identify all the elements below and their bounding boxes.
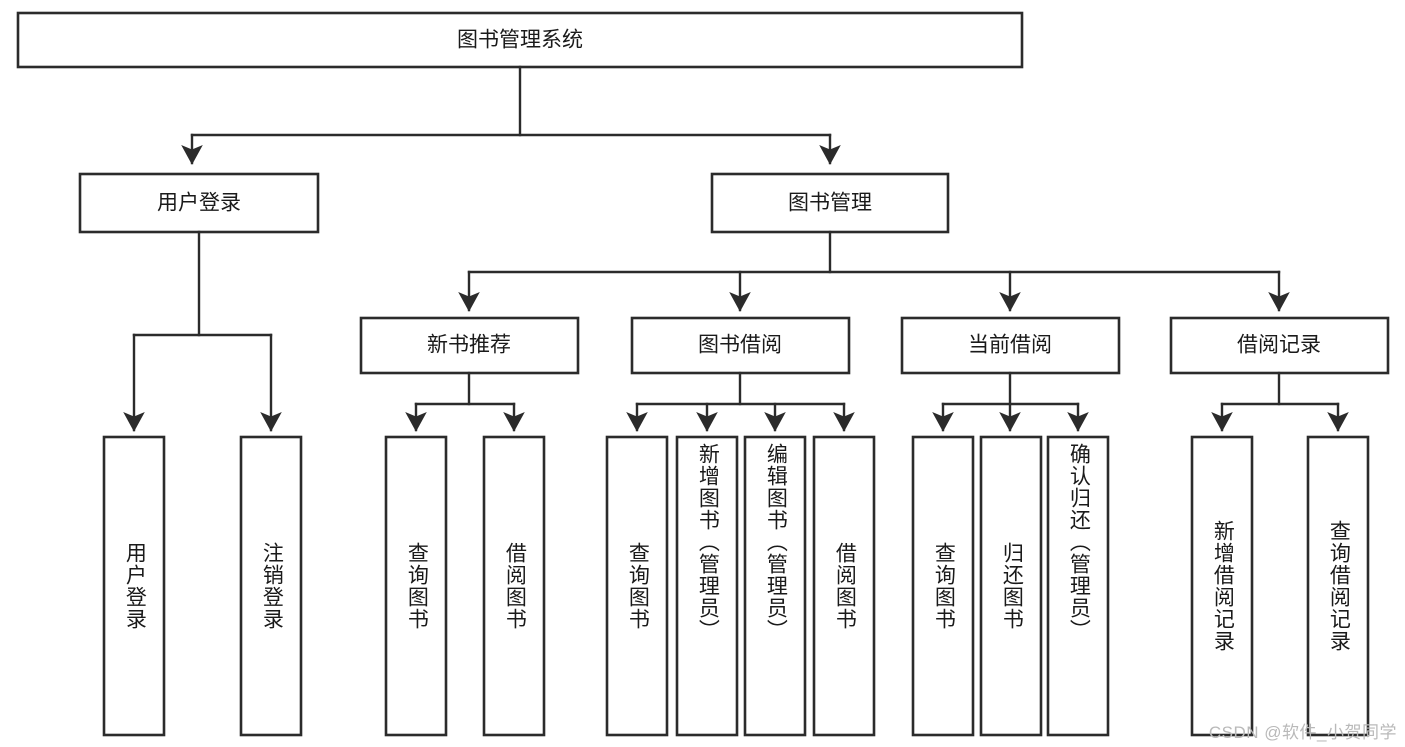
node-book-borrow-label: 图书借阅 [698,334,782,357]
leaf-box-query-book-1[interactable] [384,435,448,737]
node-root-box[interactable] [16,11,1024,69]
node-new-book-recommend-box[interactable] [359,316,580,375]
connector-root-to-level2 [181,65,841,165]
leaf-box-borrow-book-2[interactable] [812,435,876,737]
node-current-borrow-label: 当前借阅 [968,334,1052,357]
node-current-borrow[interactable]: 当前借阅 [900,316,1121,375]
node-borrow-record-label: 借阅记录 [1237,334,1321,357]
connector-borrow-record-to-leaves [1211,371,1349,432]
node-current-borrow-box[interactable] [900,316,1121,375]
node-new-book-recommend[interactable]: 新书推荐 [359,316,580,375]
node-borrow-record[interactable]: 借阅记录 [1169,316,1390,375]
node-user-login[interactable]: 用户登录 [78,172,320,234]
leaf-box-query-borrow-record[interactable] [1306,435,1370,737]
leaf-box-add-book-admin[interactable] [675,435,739,737]
connector-book-management-to-level3 [458,230,1290,312]
connector-user-login-to-leaves [123,230,282,432]
node-book-borrow[interactable]: 图书借阅 [630,316,851,375]
leaf-box-return-book[interactable] [979,435,1043,737]
node-new-book-recommend-label: 新书推荐 [427,334,511,357]
leaf-box-query-book-3[interactable] [911,435,975,737]
node-book-management-box[interactable] [710,172,950,234]
leaf-box-borrow-book-1[interactable] [482,435,546,737]
node-borrow-record-box[interactable] [1169,316,1390,375]
node-book-management[interactable]: 图书管理 [710,172,950,234]
node-user-login-label: 用户登录 [157,192,241,215]
leaf-box-user-login[interactable] [102,435,166,737]
leaf-box-logout[interactable] [239,435,303,737]
leaf-box-edit-book-admin[interactable] [743,435,807,737]
connector-book-borrow-to-leaves [626,371,855,432]
leaf-box-add-borrow-record[interactable] [1190,435,1254,737]
leaf-box-confirm-return-admin[interactable] [1046,435,1110,737]
leaf-box-query-book-2[interactable] [605,435,669,737]
connector-new-book-recommend-to-leaves [405,371,525,432]
node-book-management-label: 图书管理 [788,192,872,215]
node-root[interactable]: 图书管理系统 [16,11,1024,69]
leaf-boxes [102,435,1370,737]
watermark-text: CSDN @软件_小贺同学 [1208,723,1397,742]
connector-current-borrow-to-leaves [932,371,1089,432]
node-root-label: 图书管理系统 [457,29,583,52]
node-book-borrow-box[interactable] [630,316,851,375]
